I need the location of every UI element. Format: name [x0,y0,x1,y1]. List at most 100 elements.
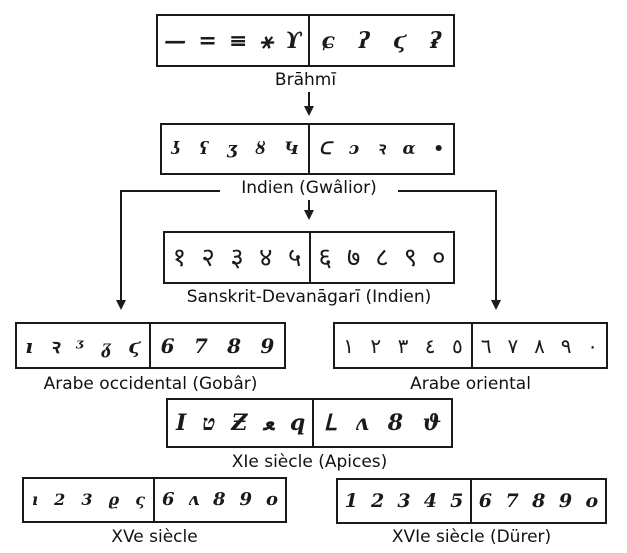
brahmi-digits-6-9: ɕ ʔ ϛ ʡ [310,16,453,65]
digit: ʌ [188,489,199,510]
digit: 6 [161,489,175,510]
digit: 9 [558,489,573,512]
xv-digits-6-0: 6 ʌ 8 9 o [155,479,285,521]
digit: ٧ [507,333,519,358]
connector-line [495,190,497,302]
oriental-digits-1-5: ١ ٢ ٣ ٤ ٥ [335,324,473,367]
digit: ८ [375,242,389,273]
gobar-label: Arabe occidental (Gobâr) [43,374,258,394]
oriental-label: Arabe oriental [410,374,531,394]
digit: ١ [343,333,354,358]
digit: 8 [532,489,546,512]
digit: १ [172,242,187,273]
arrow-down-icon [304,210,314,220]
digit: ٤ [424,333,436,358]
gwalior-digits-6-0: ᑕ ɔ ꝛ ɑ • [310,125,453,173]
xv-digits-box: ı 2 3 ϱ ς 6 ʌ 8 9 o [22,477,287,523]
devanagari-digits-box: १ २ ३ ४ ५ ६ ७ ८ ९ ० [163,231,455,284]
digit: • [433,138,445,159]
digit: — [164,27,187,54]
digit: ४ [259,242,273,273]
digit: ϱ [108,490,120,509]
digit: o [265,489,278,510]
xvi-label: XVIe siècle (Dürer) [391,527,552,547]
digit: ᑕ [318,138,332,159]
digit: o [585,489,599,512]
oriental-digits-6-0: ٦ ٧ ٨ ٩ ٠ [473,324,606,367]
devanagari-digits-1-5: १ २ ३ ४ ५ [165,233,311,282]
gwalior-digits-box: ʖ ʕ ʒ ȣ Կ ᑕ ɔ ꝛ ɑ • [160,123,455,175]
devanagari-digits-6-0: ६ ७ ८ ९ ० [311,233,453,282]
digit: ᒪ [323,410,336,436]
digit: ʔ [357,27,370,54]
digit: 9 [260,333,275,358]
digit: ᶾ [75,333,85,358]
digit: ३ [230,242,244,273]
devanagari-label: Sanskrit-Devanāgarī (Indien) [186,287,432,307]
digit: ı [25,333,33,358]
digit: Ƶ [231,410,248,436]
digit: ı [32,490,39,509]
xv-digits-1-5: ı 2 3 ϱ ς [24,479,155,521]
digit: ט [202,410,216,436]
arrow-down-icon [491,300,501,310]
gobar-digits-box: ı ꝛ ᶾ ᵹ ϛ 6 7 8 9 [15,322,286,369]
digit: ≡ [228,27,248,54]
digit: 8 [212,489,226,510]
digit: 8 [387,410,404,436]
digit: ⚹ [259,27,273,54]
brahmi-digits-box: — = ≡ ⚹ ϒ ɕ ʔ ϛ ʡ [156,14,455,67]
connector-line [120,190,220,192]
apices-digits-1-5: I ט Ƶ ﻌ ԛ [168,400,314,446]
digit: ϑ [422,410,442,436]
digit: 6 [478,489,492,512]
digit: २ [201,242,215,273]
digit: ٢ [370,333,382,358]
digit: I [175,410,187,436]
gwalior-digits-1-5: ʖ ʕ ʒ ȣ Կ [162,125,310,173]
digit: ȣ [255,138,266,159]
brahmi-digits-1-5: — = ≡ ⚹ ϒ [158,16,310,65]
apices-label: XIe siècle (Apices) [231,452,388,472]
xv-label: XVe siècle [111,527,198,547]
digit: ० [431,242,446,273]
digit: ϛ [392,27,407,54]
digit: ꝛ [49,333,60,358]
digit: Կ [284,138,299,159]
digit: ɔ [348,138,360,159]
digit: 7 [505,489,519,512]
digit: ʡ [429,27,442,54]
digit: ५ [287,242,302,273]
digit: 3 [81,490,93,509]
arrow-down-icon [304,106,314,116]
digit: ʒ [227,138,237,159]
apices-digits-box: I ט Ƶ ﻌ ԛ ᒪ ʌ 8 ϑ [166,398,453,448]
digit: ꝛ [376,138,385,159]
digit: ६ [318,242,332,273]
digit: 1 [344,489,358,512]
digit: ɕ [321,27,335,54]
digit: ɑ [402,138,416,159]
digit: 7 [193,333,208,358]
apices-digits-6-9: ᒪ ʌ 8 ϑ [314,400,451,446]
digit: ς [135,490,145,509]
digit: ʖ [171,138,181,159]
gwalior-label: Indien (Gwâlior) [241,178,377,198]
digit: ᵹ [101,333,112,358]
digit: ٩ [560,333,572,358]
gobar-digits-6-9: 6 7 8 9 [151,324,284,367]
digit: 5 [450,489,464,512]
digit: ԛ [289,410,305,436]
digit: ϛ [128,333,141,358]
digit: 9 [239,489,252,510]
xvi-digits-1-5: 1 2 3 4 5 [338,480,472,522]
digit: = [198,27,217,54]
gobar-digits-1-5: ı ꝛ ᶾ ᵹ ϛ [17,324,151,367]
digit: 3 [397,489,411,512]
digit: ٣ [397,333,409,358]
xvi-digits-box: 1 2 3 4 5 6 7 8 9 o [336,478,607,524]
digit: 8 [227,333,242,358]
connector-line [398,190,496,192]
digit: ٠ [587,333,599,358]
digit: ٥ [451,333,463,358]
